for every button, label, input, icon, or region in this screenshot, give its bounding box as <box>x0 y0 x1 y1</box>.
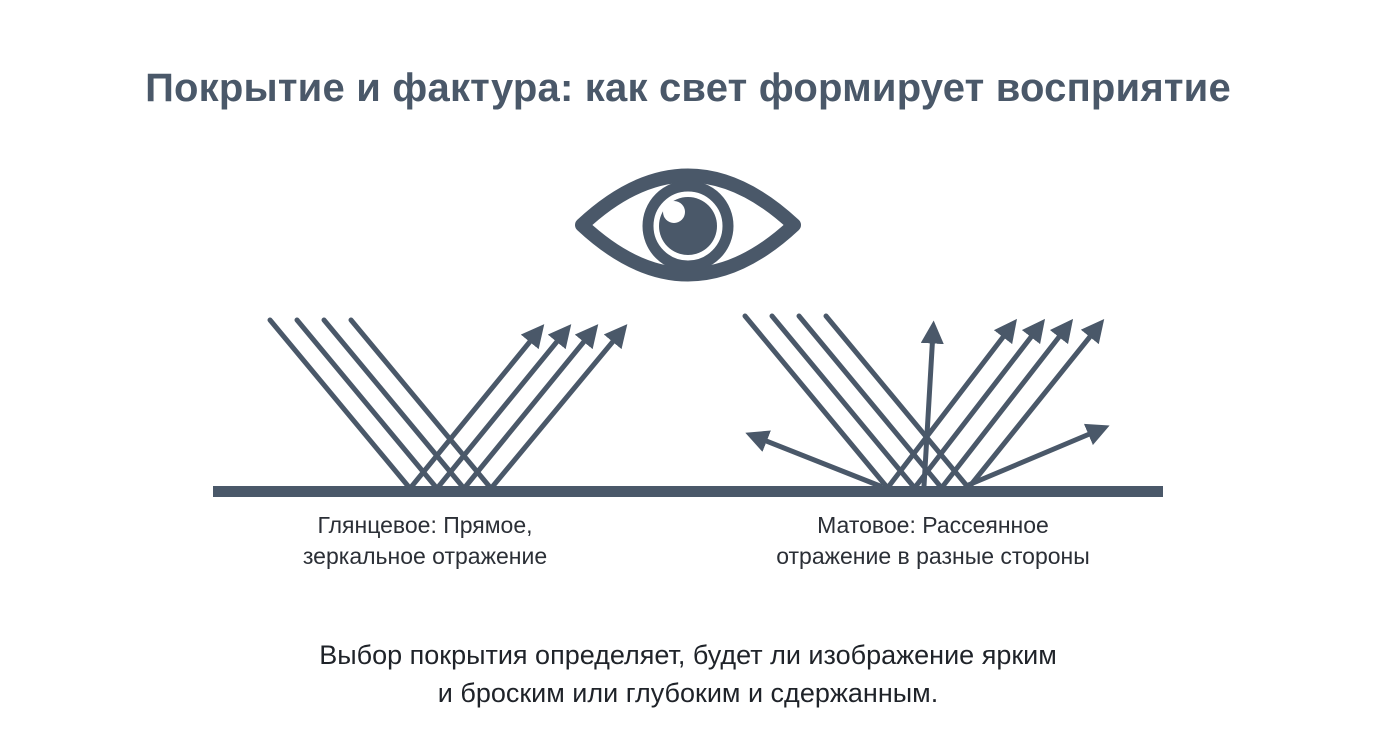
matte-scattered-ray-1 <box>886 318 1017 489</box>
matte-incoming-ray-4 <box>823 313 970 489</box>
footer-text: Выбор покрытия определяет, будет ли изоб… <box>0 636 1376 712</box>
matte-caption-line-2: отражение в разные стороны <box>776 543 1090 569</box>
gloss-reflected-ray-1 <box>409 324 545 489</box>
gloss-incoming-rays <box>267 317 492 489</box>
gloss-incoming-ray-3 <box>321 317 465 489</box>
surface-line <box>213 486 1163 497</box>
gloss-reflected-rays <box>409 324 628 489</box>
gloss-reflected-ray-4 <box>490 324 628 489</box>
matte-scattered-ray-right <box>963 423 1110 489</box>
matte-scattered-ray-2 <box>913 318 1046 489</box>
matte-scattered-rays <box>745 318 1110 489</box>
gloss-reflected-ray-2 <box>436 324 572 489</box>
matte-caption-line-1: Матовое: Рассеянное <box>817 512 1049 538</box>
matte-scattered-ray-4 <box>967 319 1105 489</box>
footer-line-2: и броским или глубоким и сдержанным. <box>437 678 939 708</box>
matte-incoming-rays <box>742 313 970 489</box>
gloss-reflected-ray-3 <box>463 324 599 489</box>
gloss-incoming-ray-4 <box>348 317 492 489</box>
page-title: Покрытие и фактура: как свет формирует в… <box>145 66 1231 110</box>
matte-scattered-ray-left <box>745 430 883 489</box>
matte-caption: Матовое: Рассеянное отражение в разные с… <box>700 510 1166 572</box>
gloss-caption-line-2: зеркальное отражение <box>302 543 548 569</box>
gloss-caption: Глянцевое: Прямое, зеркальное отражение <box>225 510 625 572</box>
matte-scattered-ray-3 <box>940 318 1074 489</box>
gloss-caption-line-1: Глянцевое: Прямое, <box>317 512 533 538</box>
matte-scattered-ray-up <box>920 320 944 489</box>
matte-incoming-ray-1 <box>742 313 889 489</box>
matte-incoming-ray-2 <box>769 313 916 489</box>
eye-icon <box>575 168 801 282</box>
gloss-incoming-ray-2 <box>294 317 438 489</box>
matte-incoming-ray-3 <box>796 313 943 489</box>
gloss-incoming-ray-1 <box>267 317 411 489</box>
footer-line-1: Выбор покрытия определяет, будет ли изоб… <box>319 640 1057 670</box>
